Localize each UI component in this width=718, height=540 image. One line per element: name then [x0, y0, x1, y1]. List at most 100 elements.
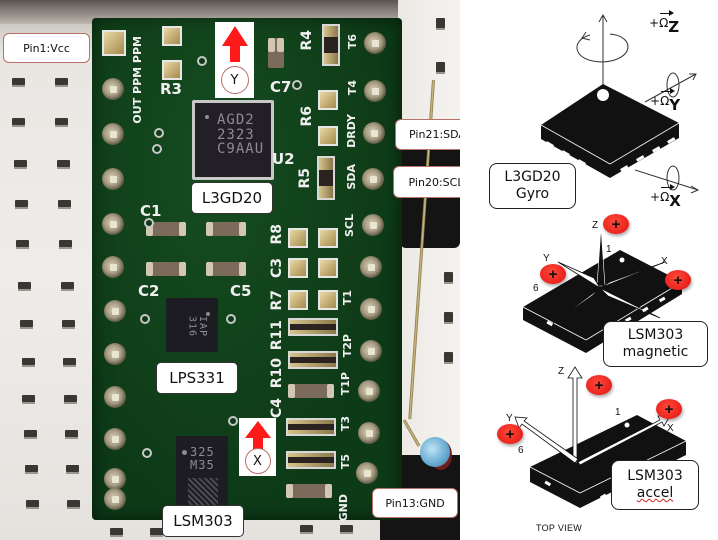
header-pin [102, 213, 124, 235]
smd-pad [288, 258, 308, 278]
breadboard-hole [436, 62, 445, 74]
capacitor [288, 384, 334, 398]
positive-x-marker: + [656, 399, 682, 419]
header-pin-gnd [356, 462, 378, 484]
breadboard-hole [22, 358, 35, 367]
breadboard-hole [20, 320, 33, 329]
silk-t6: T6 [346, 34, 359, 50]
silk-c1: C1 [140, 202, 162, 220]
header-pin [358, 422, 380, 444]
header-pin [104, 468, 126, 490]
ceramic-capacitor [420, 437, 450, 467]
omega-icon: Ω [659, 16, 669, 30]
top-view-caption: TOP VIEW [536, 523, 583, 533]
breadboard-hole [444, 272, 453, 284]
gyro-x-rotation-icon [666, 165, 680, 191]
mag-pin-6: 6 [533, 283, 539, 294]
breadboard-hole [57, 160, 70, 169]
omega-subscript: Z [668, 18, 680, 36]
breadboard-hole [15, 200, 28, 209]
axis-label-y: Y [220, 66, 249, 94]
breadboard-hole [66, 465, 79, 474]
smd-pad [162, 60, 182, 80]
breadboard-hole [55, 118, 68, 127]
positive-z-marker: + [586, 375, 612, 395]
mag-axis-x: X [661, 256, 668, 267]
datamatrix-code [188, 478, 218, 508]
accel-label-name: LSM303 [627, 467, 683, 484]
accel-label-type: accel [636, 485, 674, 501]
omega-subscript: Y [669, 96, 681, 114]
chip-marking: 325 [190, 445, 215, 459]
chip-marking: 2323 [217, 126, 255, 143]
gyro-package-top [541, 84, 679, 164]
header-pin [102, 78, 124, 100]
omega-prefix: + [649, 16, 660, 30]
header-pin [360, 256, 382, 278]
smd-pad [318, 228, 338, 248]
gyro-label-type: Gyro [515, 186, 550, 202]
silk-r4: R4 [299, 30, 315, 51]
mag-axis-z: Z [592, 220, 599, 231]
mag-x-spike [599, 261, 666, 289]
pin-label-vcc: Pin1:Vcc [3, 33, 90, 63]
chip-marking: AGD2 [217, 112, 255, 128]
omega-y-label: +ΩY [650, 90, 680, 114]
header-pin [104, 428, 126, 450]
gyro-y-rotation-icon [666, 72, 680, 98]
breadboard-hole [63, 358, 76, 367]
chip-marking: C9AAU [217, 141, 265, 158]
capacitor [206, 222, 246, 236]
capacitor-c5 [206, 262, 246, 276]
via [140, 314, 150, 324]
gyro-package-side-right [610, 123, 679, 178]
silk-u2: U2 [272, 150, 295, 168]
accel-y-arrow [514, 416, 579, 464]
silk-r5: R5 [297, 168, 313, 189]
breadboard-hole [14, 160, 27, 169]
breadboard-hole [59, 240, 72, 249]
silk-c3: C3 [269, 258, 285, 279]
mag-neg-y-spike [551, 287, 601, 325]
accel-label: LSM303 accel [611, 460, 699, 510]
breadboard-hole [16, 240, 29, 249]
silk-c5: C5 [230, 282, 252, 300]
header-pin [104, 386, 126, 408]
header-pin [102, 256, 124, 278]
lps331-chip: IAP 316 [166, 298, 218, 352]
breadboard-hole [24, 430, 37, 439]
breadboard-hole [300, 525, 313, 534]
gyro-package-side-left [541, 125, 610, 178]
breadboard-hole [12, 78, 25, 87]
accel-axis-y: Y [506, 413, 513, 424]
breadboard-hole [22, 395, 35, 404]
breakout-board-photo: AGD2 2323 C9AAU IAP 316 [0, 0, 460, 540]
resistor [286, 418, 336, 436]
smd-pad [288, 290, 308, 310]
silk-c7: C7 [270, 78, 292, 96]
breadboard-hole [25, 465, 38, 474]
label-lsm303: LSM303 [162, 505, 244, 537]
dark-connector [400, 148, 460, 248]
omega-icon: Ω [660, 94, 670, 108]
gyro-label: L3GD20 Gyro [489, 163, 576, 209]
omega-prefix: + [650, 190, 661, 204]
mag-z-spike [596, 227, 606, 287]
breadboard-hole [58, 200, 71, 209]
silk-drdy: DRDY [345, 114, 358, 148]
smd-pad [162, 26, 182, 46]
silk-t1p: T1P [339, 372, 352, 396]
silk-t2p: T2P [341, 334, 354, 358]
up-arrow-icon [221, 26, 248, 62]
gyro-x-axis-line [634, 169, 699, 191]
breadboard-hole [61, 282, 74, 291]
omega-icon: Ω [660, 190, 670, 204]
header-pin [104, 488, 126, 510]
capacitor-c1 [146, 222, 186, 236]
mag-pin-1: 1 [606, 244, 612, 255]
smd-pad [288, 228, 308, 248]
accel-z-arrow [567, 366, 583, 464]
label-l3gd20: L3GD20 [191, 182, 273, 214]
breadboard-hole [67, 500, 80, 509]
resistor-r5 [317, 156, 335, 200]
